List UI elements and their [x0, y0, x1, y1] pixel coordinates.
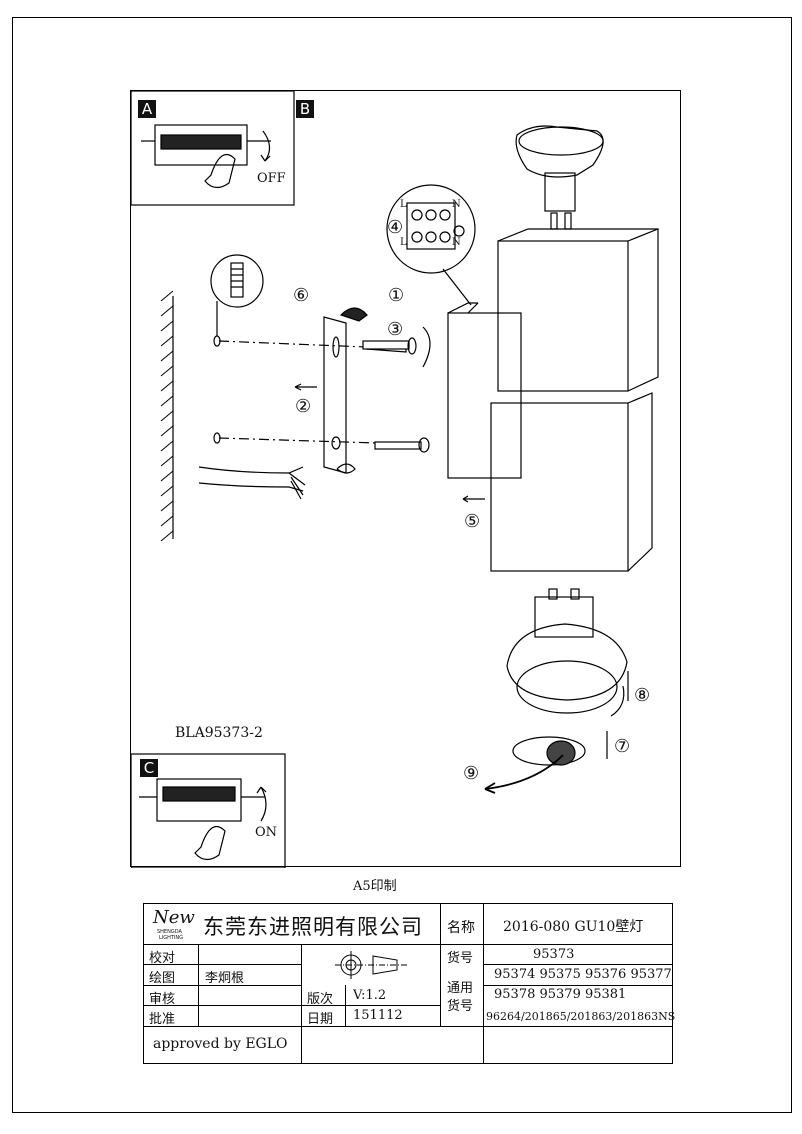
item-no-label: 货号	[447, 951, 474, 966]
hand-a	[204, 154, 236, 189]
projection-symbol	[335, 951, 409, 979]
reflector-bulb	[506, 623, 628, 701]
draw-label: 绘图	[149, 971, 176, 986]
junction-box	[447, 312, 522, 479]
check-label: 校对	[149, 951, 176, 966]
item-no-value: 95373	[533, 947, 575, 962]
panel-a-box	[131, 91, 295, 206]
installation-drawing: A B C OFF ON BLA95373-2 L N L N ① ② ③ ④ …	[130, 90, 681, 868]
review-label: 审核	[149, 992, 176, 1007]
dowel-zoom	[210, 254, 264, 308]
callout-8: ⑧	[634, 685, 651, 706]
draw-value: 李炯根	[205, 971, 245, 986]
page-frame	[12, 17, 792, 1113]
mounting-bracket	[323, 316, 347, 474]
date-label: 日期	[307, 1012, 334, 1027]
version-label: 版次	[307, 992, 334, 1007]
step-tag-b: B	[296, 100, 314, 118]
model-code: BLA95373-2	[175, 725, 263, 741]
switch-off-label: OFF	[257, 171, 286, 186]
screw-bottom	[374, 441, 422, 450]
version-value: V:1.2	[353, 988, 387, 1003]
switch-on-label: ON	[255, 825, 278, 840]
common-row-3: 96264/201865/201863/201863NS	[486, 1010, 676, 1023]
callout-3: ③	[387, 319, 404, 340]
title-block: New SHENGDA LIGHTING 东莞东进照明有限公司 名称 2016-…	[143, 903, 676, 1064]
logo-mark: New	[153, 907, 195, 928]
screw-top	[362, 340, 410, 350]
terminal-neutral-bottom: N	[452, 237, 461, 248]
company-name: 东莞东进照明有限公司	[203, 915, 423, 939]
print-size-note: A5印制	[353, 879, 397, 894]
installation-illustration	[131, 91, 659, 868]
retaining-ring	[512, 736, 586, 766]
lamp-lower-housing	[490, 402, 629, 572]
common-label-2: 货号	[447, 999, 474, 1014]
callout-5: ⑤	[464, 511, 481, 532]
name-value: 2016-080 GU10壁灯	[503, 919, 644, 935]
lamp-upper-housing	[497, 240, 629, 392]
company-logo: New SHENGDA LIGHTING	[147, 907, 203, 943]
cable	[198, 466, 304, 492]
bulb-top	[515, 125, 604, 178]
terminal-live-top: L	[400, 199, 407, 210]
callout-2: ②	[295, 396, 312, 417]
step-tag-c: C	[140, 759, 158, 777]
common-row-1: 95374 95375 95376 95377	[494, 967, 672, 982]
callout-7: ⑦	[614, 736, 631, 757]
approved-note: approved by EGLO	[153, 1036, 288, 1052]
callout-6: ⑥	[293, 285, 310, 306]
callout-4: ④	[387, 217, 404, 238]
name-label: 名称	[447, 920, 475, 936]
callout-9: ⑨	[463, 763, 480, 784]
terminal-neutral-top: N	[452, 199, 461, 210]
common-label-1: 通用	[447, 981, 474, 996]
terminal-live-bottom: L	[400, 237, 407, 248]
logo-sub1: SHENGDA	[157, 929, 182, 935]
approve-label: 批准	[149, 1012, 176, 1027]
callout-1: ①	[388, 285, 405, 306]
common-row-2: 95378 95379 95381	[494, 987, 627, 1002]
logo-sub2: LIGHTING	[159, 935, 184, 941]
step-tag-a: A	[138, 100, 156, 118]
date-value: 151112	[353, 1008, 403, 1023]
terminal-zoom	[386, 184, 476, 274]
panel-c-box	[131, 753, 286, 868]
